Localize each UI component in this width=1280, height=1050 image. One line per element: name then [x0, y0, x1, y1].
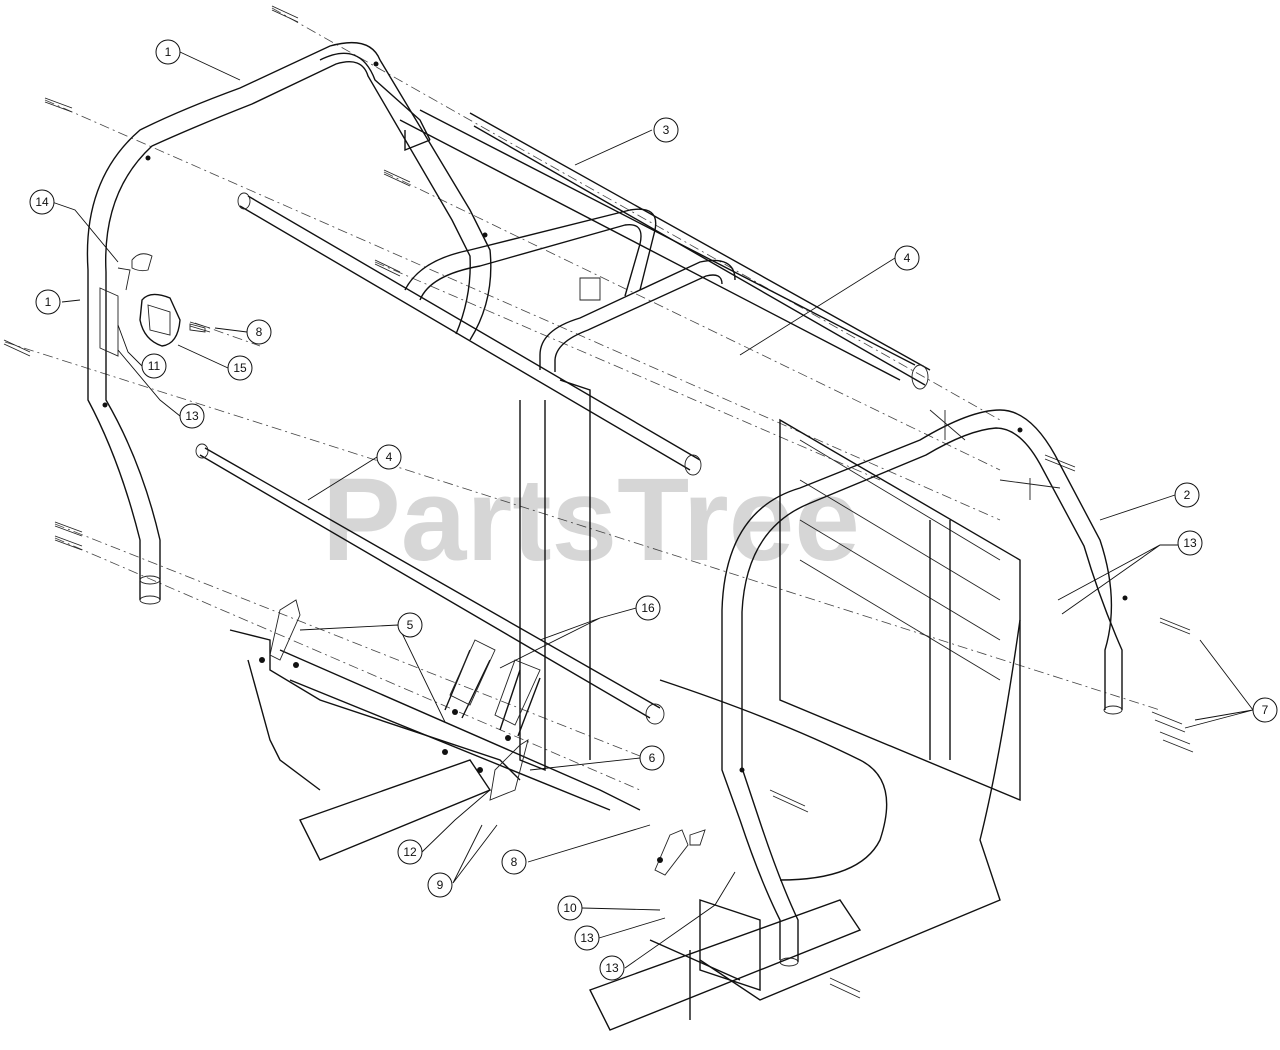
callout-label: 9	[437, 878, 444, 892]
centerlines	[4, 7, 1161, 791]
callout-label: 2	[1184, 488, 1191, 502]
callout-3: 3	[653, 117, 679, 143]
callout-12: 12	[397, 839, 423, 865]
callout-13: 13	[599, 955, 625, 981]
callout-label: 8	[511, 855, 518, 869]
callout-balloon	[557, 895, 583, 921]
callout-balloon	[29, 189, 55, 215]
callout-label: 12	[403, 845, 417, 859]
callout-balloon	[639, 745, 665, 771]
callout-balloon	[397, 612, 423, 638]
callout-15: 15	[227, 355, 253, 381]
callout-balloon	[155, 39, 181, 65]
callout-balloon	[501, 849, 527, 875]
callout-label: 6	[649, 751, 656, 765]
bolts	[3, 5, 1194, 999]
callout-balloon	[1177, 530, 1203, 556]
callout-16: 16	[635, 595, 661, 621]
callout-13: 13	[1177, 530, 1203, 556]
shock-absorbers	[444, 639, 541, 741]
callout-label: 11	[148, 359, 161, 373]
tail-light-assembly	[117, 253, 206, 347]
mounting-brackets	[259, 599, 706, 876]
callout-label: 4	[904, 251, 911, 265]
callout-balloon	[246, 319, 272, 345]
callout-label: 14	[35, 195, 49, 209]
upper-rails	[399, 109, 931, 390]
callout-label: 10	[563, 901, 577, 915]
callout-label: 8	[256, 325, 263, 339]
leader-lines	[51, 51, 1254, 969]
chassis-frame	[229, 379, 1021, 1031]
callout-label: 15	[233, 361, 247, 375]
callout-label: 5	[407, 618, 414, 632]
callout-label: 13	[605, 961, 619, 975]
callout-label: 7	[1262, 703, 1269, 717]
callout-label: 16	[641, 601, 655, 615]
callout-label: 1	[165, 45, 172, 59]
callout-balloon	[35, 289, 61, 315]
callout-balloon	[894, 245, 920, 271]
callout-9: 9	[427, 872, 453, 898]
callout-label: 4	[386, 450, 393, 464]
callout-13: 13	[574, 925, 600, 951]
callout-1: 1	[35, 289, 61, 315]
rear-roll-bar	[721, 409, 1128, 967]
callout-balloon	[397, 839, 423, 865]
callout-8: 8	[501, 849, 527, 875]
callout-4: 4	[376, 444, 402, 470]
watermark-text: PartsTree	[322, 454, 860, 586]
callout-7: 7	[1252, 697, 1278, 723]
callout-14: 14	[29, 189, 55, 215]
callout-balloon	[635, 595, 661, 621]
callout-label: 1	[45, 295, 52, 309]
callout-label: 3	[663, 123, 670, 137]
callout-balloon	[141, 353, 167, 379]
callout-balloon	[599, 955, 625, 981]
callout-8: 8	[246, 319, 272, 345]
side-tubes	[195, 192, 702, 725]
callout-5: 5	[397, 612, 423, 638]
callout-13: 13	[179, 403, 205, 429]
callout-1: 1	[155, 39, 181, 65]
callout-label: 13	[1183, 536, 1197, 550]
callout-balloon	[227, 355, 253, 381]
callout-label: 13	[185, 409, 199, 423]
callout-4: 4	[894, 245, 920, 271]
callout-2: 2	[1174, 482, 1200, 508]
callout-balloon	[179, 403, 205, 429]
callout-balloon	[427, 872, 453, 898]
callout-balloon	[574, 925, 600, 951]
callout-balloon	[1252, 697, 1278, 723]
callout-balloon	[376, 444, 402, 470]
callout-11: 11	[141, 353, 167, 379]
callout-balloon	[653, 117, 679, 143]
callout-6: 6	[639, 745, 665, 771]
callout-balloon	[1174, 482, 1200, 508]
front-roll-bar	[86, 42, 492, 605]
callout-10: 10	[557, 895, 583, 921]
callout-label: 13	[580, 931, 594, 945]
